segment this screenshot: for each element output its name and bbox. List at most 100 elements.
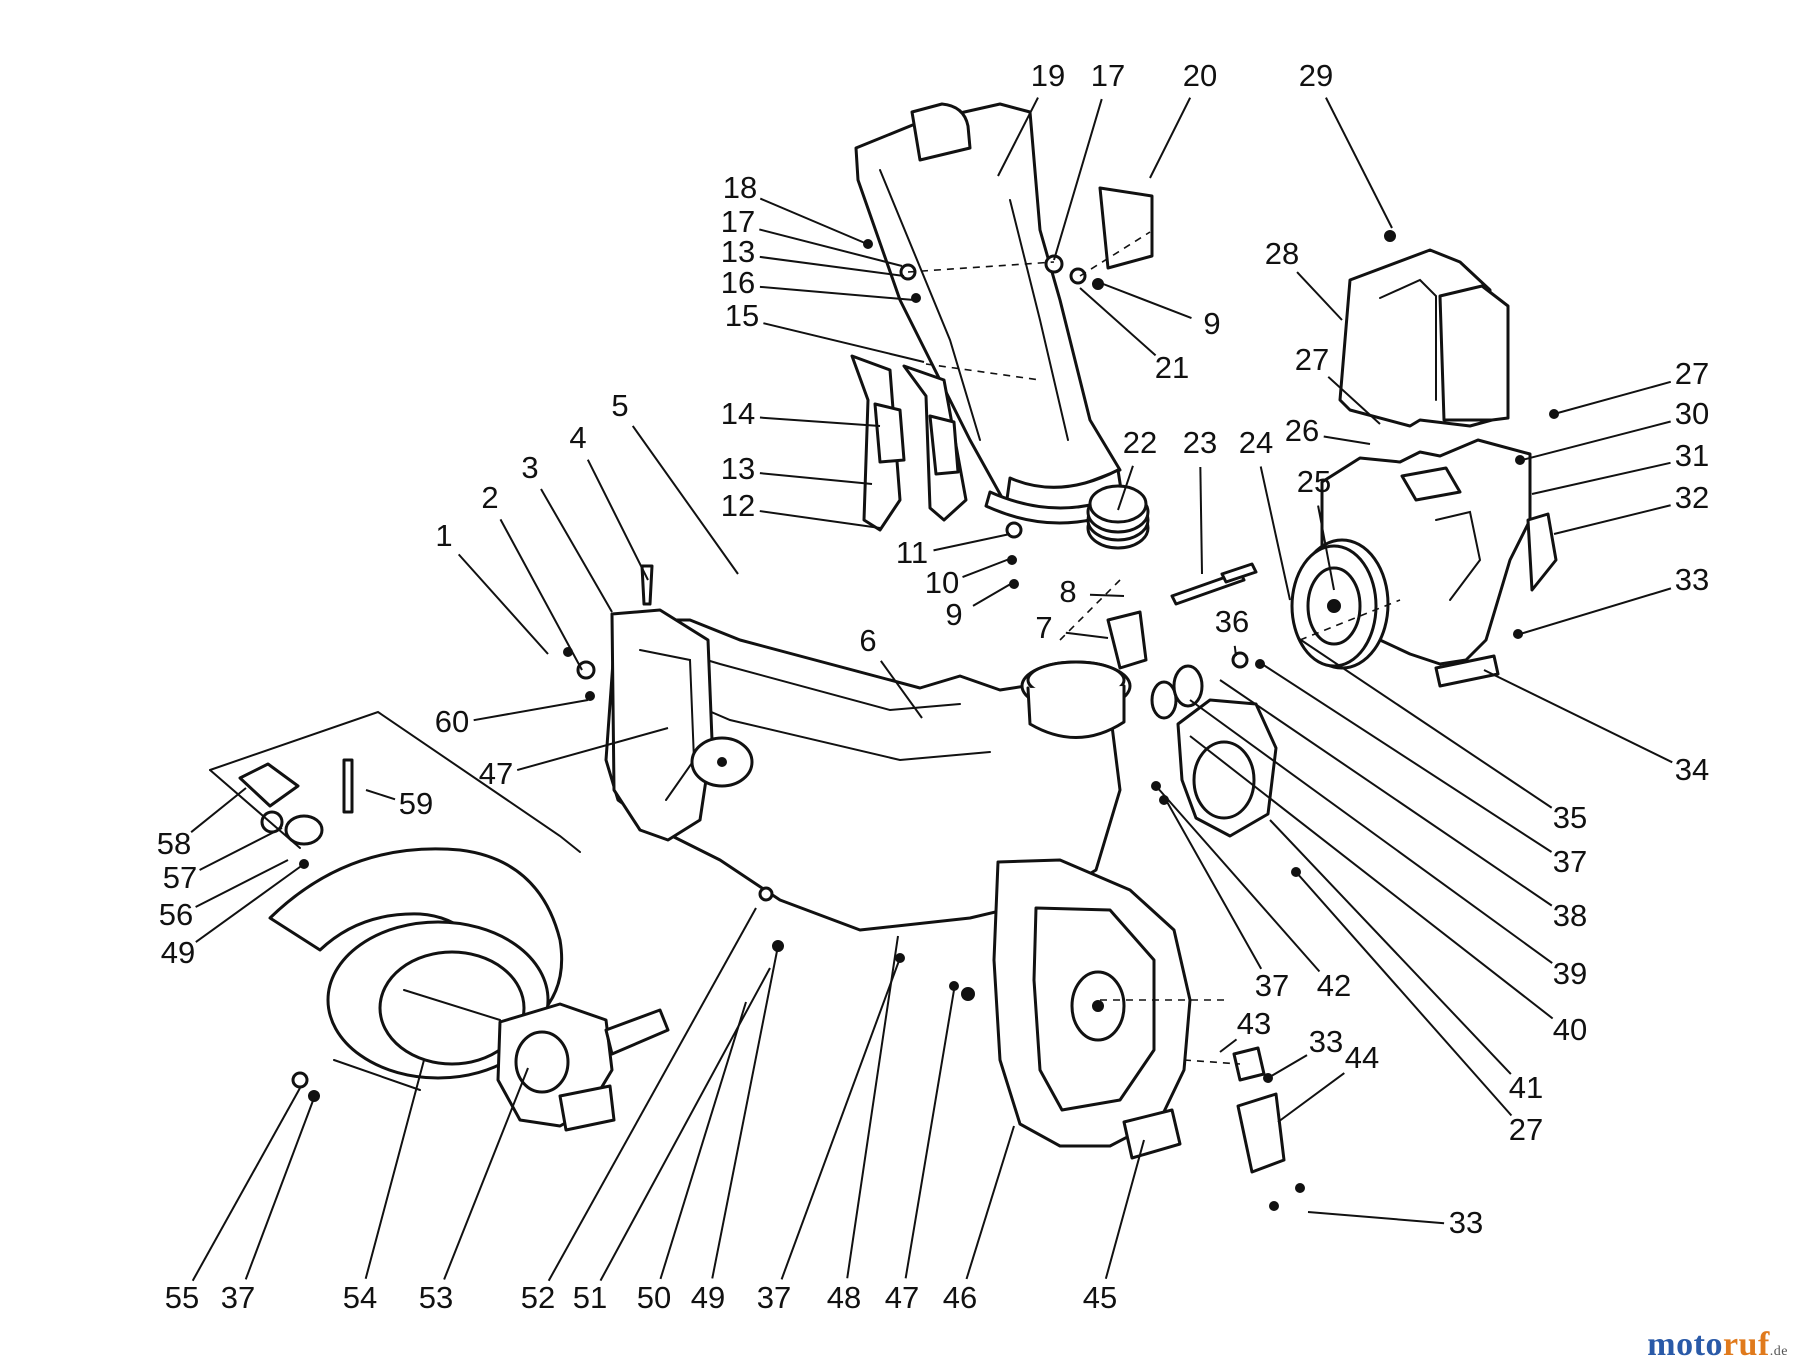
callout-number: 33 — [1675, 562, 1709, 597]
callout-number: 17 — [721, 204, 755, 239]
right-side-panel — [992, 858, 1192, 1148]
leader-line — [1233, 645, 1237, 657]
leader-line — [1327, 376, 1381, 425]
pulley — [1290, 538, 1390, 670]
callout-number: 32 — [1675, 480, 1709, 515]
callout-6: 6 — [859, 623, 923, 719]
callout-number: 37 — [757, 1280, 791, 1315]
leader-line — [540, 488, 613, 613]
callout-number: 11 — [896, 535, 928, 570]
callout-number: 9 — [945, 597, 962, 632]
callout-number: 25 — [1297, 464, 1331, 499]
leader-line — [1277, 1072, 1345, 1123]
leader-line — [1097, 281, 1192, 320]
callout-56: 56 — [159, 859, 289, 932]
leader-line — [190, 787, 247, 833]
callout-number: 42 — [1317, 968, 1351, 1003]
callout-number: 51 — [573, 1280, 607, 1315]
leader-line — [1519, 587, 1672, 635]
callout-number: 12 — [721, 488, 755, 523]
chute-decal-plate — [1098, 186, 1154, 270]
callout-number: 16 — [721, 265, 755, 300]
callout-17: 17 — [721, 204, 903, 267]
callout-number: 58 — [157, 826, 191, 861]
callout-52: 52 — [521, 907, 757, 1315]
leader-line — [1117, 465, 1134, 511]
callout-number: 31 — [1675, 438, 1709, 473]
callout-25: 25 — [1297, 464, 1335, 591]
callout-number: 37 — [1553, 844, 1587, 879]
callout-number: 36 — [1215, 604, 1249, 639]
callout-number: 9 — [1203, 306, 1220, 341]
callout-42: 42 — [1155, 785, 1351, 1003]
leader-line — [965, 1125, 1015, 1280]
leader-line — [1295, 871, 1513, 1117]
callout-36: 36 — [1215, 604, 1249, 657]
callout-21: 21 — [1079, 287, 1189, 385]
leader-line — [1219, 679, 1553, 907]
leader-line — [1065, 631, 1109, 639]
callout-33c: 33 — [1307, 1205, 1483, 1240]
leader-line — [1104, 1139, 1145, 1280]
callout-number: 10 — [925, 565, 959, 600]
callout-55: 55 — [165, 1087, 301, 1315]
leader-line — [1089, 593, 1125, 597]
callout-9: 9 — [945, 581, 1015, 632]
leader-line — [1165, 799, 1263, 970]
impeller-cover — [1150, 664, 1278, 838]
leader-line — [244, 1097, 315, 1280]
callout-number: 48 — [827, 1280, 861, 1315]
callout-20: 20 — [1149, 58, 1217, 179]
callout-number: 34 — [1675, 752, 1709, 787]
callout-number: 57 — [163, 860, 197, 895]
leader-line — [759, 197, 873, 247]
callout-15: 15 — [725, 298, 925, 363]
callout-number: 43 — [1237, 1006, 1271, 1041]
callout-54: 54 — [343, 1059, 425, 1315]
assembly-lines — [209, 231, 1401, 1065]
leader-line — [195, 863, 305, 943]
callout-11: 11 — [896, 533, 1011, 570]
leader-line — [962, 557, 1013, 579]
callout-number: 20 — [1183, 58, 1217, 93]
callout-33b: 33 — [1267, 1024, 1343, 1079]
auger-housing — [604, 618, 1132, 932]
callout-number: 4 — [569, 420, 586, 455]
leader-line — [586, 459, 649, 581]
callout-44: 44 — [1277, 1040, 1379, 1123]
callout-number: 50 — [637, 1280, 671, 1315]
leader-line — [547, 907, 757, 1282]
callout-28: 28 — [1265, 236, 1343, 321]
callout-number: 17 — [1091, 58, 1125, 93]
leader-line — [365, 789, 396, 801]
callout-9b: 9 — [1097, 281, 1221, 341]
leader-line — [443, 1067, 529, 1280]
leader-line — [364, 1059, 425, 1280]
callout-number: 18 — [723, 170, 757, 205]
callout-14: 14 — [721, 396, 881, 431]
leader-line — [659, 1001, 747, 1280]
leader-line — [1269, 819, 1512, 1075]
callout-number: 37 — [221, 1280, 255, 1315]
leader-line — [1297, 637, 1553, 809]
callout-number: 27 — [1509, 1112, 1543, 1147]
callout-number: 39 — [1553, 956, 1587, 991]
callout-number: 33 — [1449, 1205, 1483, 1240]
callout-19: 19 — [997, 58, 1065, 177]
callout-number: 6 — [859, 623, 876, 658]
leader-line — [759, 228, 903, 267]
callout-7: 7 — [1035, 610, 1109, 645]
callout-number: 41 — [1509, 1070, 1543, 1105]
callout-27: 27 — [1295, 342, 1381, 425]
callout-number: 15 — [725, 298, 759, 333]
leader-line — [759, 285, 915, 301]
callout-number: 30 — [1675, 396, 1709, 431]
leader-line — [1325, 97, 1393, 229]
leader-line — [516, 727, 669, 772]
callout-46: 46 — [943, 1125, 1015, 1315]
callout-60: 60 — [435, 699, 589, 739]
callout-number: 21 — [1155, 350, 1189, 385]
deflector-links — [850, 354, 968, 532]
leader-line — [631, 425, 739, 575]
